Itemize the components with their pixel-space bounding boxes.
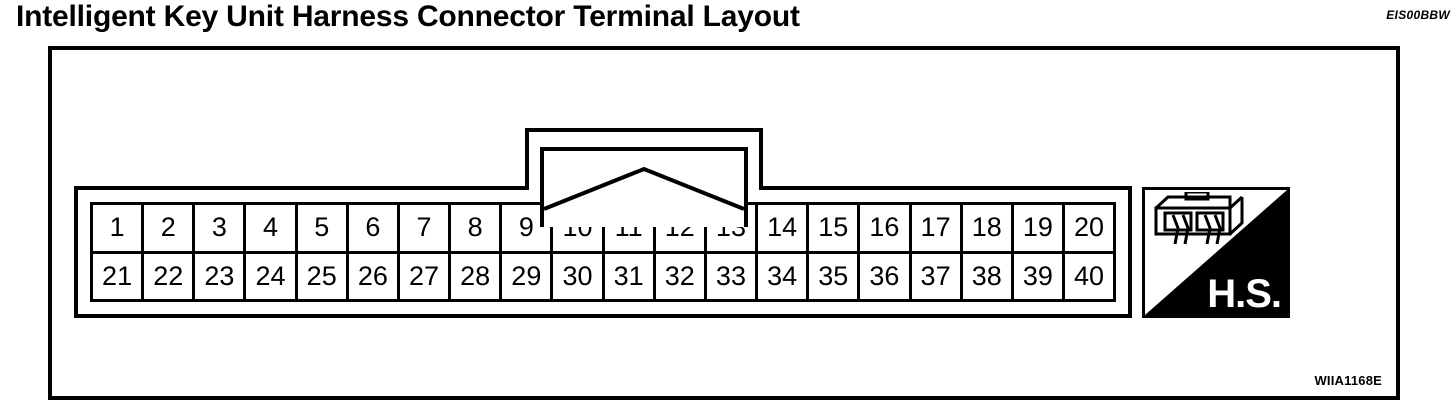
terminal-cell[interactable]: 21 [93,253,142,299]
title-bar: Intelligent Key Unit Harness Connector T… [0,0,1456,40]
terminal-cell[interactable]: 3 [192,205,244,251]
terminal-cell[interactable]: 37 [908,253,960,299]
terminal-cell[interactable]: 1 [93,205,142,251]
terminal-cell[interactable]: 18 [959,205,1011,251]
figure-id-label: WIIA1168E [1314,373,1382,388]
terminal-cell[interactable]: 17 [908,205,960,251]
terminal-cell[interactable]: 23 [192,253,244,299]
connector-keyway-peak-icon [540,147,748,227]
terminal-cell[interactable]: 40 [1061,253,1114,299]
terminal-cell[interactable]: 22 [141,253,193,299]
terminal-cell[interactable]: 2 [141,205,193,251]
terminal-cell[interactable]: 15 [806,205,858,251]
badge-diagonal-fill [1145,190,1287,315]
terminal-cell[interactable]: 14 [755,205,807,251]
terminal-cell[interactable]: 32 [652,253,704,299]
illustration-frame: 1 2 3 4 5 6 7 8 9 10 11 12 13 14 15 16 1 [48,46,1400,400]
hs-badge-label: H.S. [1207,272,1282,316]
connector-block-icon [1154,192,1244,245]
top-terminal-row: 1 2 3 4 5 6 7 8 9 10 11 12 13 14 15 16 1 [93,205,1114,251]
terminal-cell[interactable]: 29 [499,253,551,299]
terminal-cell[interactable]: 36 [857,253,909,299]
terminal-cell[interactable]: 6 [345,205,397,251]
terminal-cell[interactable]: 19 [1010,205,1062,251]
terminal-cell[interactable]: 25 [294,253,346,299]
terminal-cell[interactable]: 26 [345,253,397,299]
terminal-cell[interactable]: 16 [857,205,909,251]
terminal-cell[interactable]: 4 [243,205,295,251]
terminal-cell[interactable]: 31 [601,253,653,299]
terminal-cell[interactable]: 8 [448,205,500,251]
document-reference-code: EIS00BBW [1386,8,1450,22]
harness-side-badge: H.S. [1142,187,1290,318]
terminal-cell[interactable]: 30 [550,253,602,299]
terminal-cell[interactable]: 39 [1010,253,1062,299]
terminal-cell[interactable]: 24 [243,253,295,299]
terminal-cell[interactable]: 7 [396,205,449,251]
terminal-cell[interactable]: 5 [294,205,346,251]
terminal-cell[interactable]: 34 [755,253,807,299]
connector-keyway-inner-tab [540,147,748,227]
page-title: Intelligent Key Unit Harness Connector T… [16,0,800,33]
terminal-cell[interactable]: 9 [499,205,551,251]
terminal-cell[interactable]: 33 [703,253,756,299]
bottom-terminal-row: 21 22 23 24 25 26 27 28 29 30 31 32 33 3… [93,250,1114,299]
terminal-cell[interactable]: 27 [396,253,449,299]
terminal-cell[interactable]: 38 [959,253,1011,299]
terminal-cell[interactable]: 28 [448,253,500,299]
terminal-cell[interactable]: 35 [806,253,858,299]
terminal-cell[interactable]: 20 [1061,205,1114,251]
connector-assembly: 1 2 3 4 5 6 7 8 9 10 11 12 13 14 15 16 1 [74,128,1132,318]
